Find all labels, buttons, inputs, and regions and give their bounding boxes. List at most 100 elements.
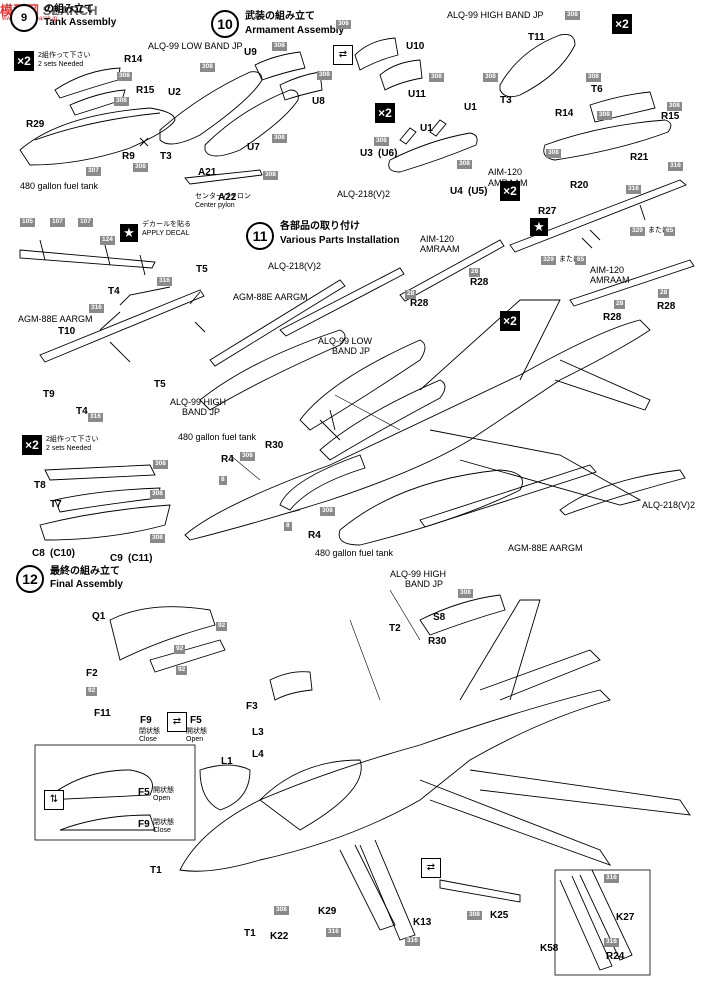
label-fuel-tank-a: 480 gallon fuel tank bbox=[178, 432, 257, 442]
paint-code: 316 bbox=[668, 162, 683, 171]
label-amraam-b: AMRAAM bbox=[590, 275, 630, 285]
inset-canopy-closed bbox=[59, 814, 156, 831]
paint-code: 308 bbox=[117, 72, 132, 81]
paint-code: 316 bbox=[604, 874, 619, 883]
step9-number: 9 bbox=[10, 4, 38, 32]
inset-part-F5: F5 bbox=[138, 787, 150, 798]
part-U1: U1 bbox=[464, 102, 477, 113]
agm88e-missile bbox=[39, 286, 206, 363]
part-T1: T1 bbox=[150, 865, 162, 876]
paint-code: 316 bbox=[326, 928, 341, 937]
step10-title-en: Armament Assembly bbox=[245, 25, 345, 36]
direction-arrow-icon: ⇄ bbox=[167, 712, 187, 732]
paint-code: 28 bbox=[405, 290, 417, 299]
paint-code: 92 bbox=[216, 622, 228, 631]
paint-code: 308 bbox=[374, 137, 389, 146]
part-R28d: R28 bbox=[657, 301, 676, 312]
step12-number: 12 bbox=[16, 565, 44, 593]
paint-code: 307 bbox=[86, 167, 101, 176]
part-R24: R24 bbox=[606, 951, 625, 962]
part-T11: T11 bbox=[528, 32, 545, 43]
decal-star-icon: ★ bbox=[530, 218, 548, 236]
part-K22: K22 bbox=[270, 931, 289, 942]
paint-code: 308 bbox=[133, 163, 148, 172]
paint-code: 28 bbox=[614, 300, 626, 309]
two-sets-en: 2 sets Needed bbox=[38, 61, 84, 68]
part-R14b: R14 bbox=[555, 108, 574, 119]
part-U11: U11 bbox=[408, 89, 426, 100]
paint-code: 308 bbox=[272, 134, 287, 143]
decal-star-icon: ★ bbox=[120, 224, 138, 242]
part-L1: L1 bbox=[221, 756, 233, 767]
part-R30b: R30 bbox=[428, 636, 447, 647]
two-sets-en: 2 sets Needed bbox=[46, 445, 92, 452]
part-A22: A22 bbox=[218, 192, 237, 203]
inset-open-jp: 開状態 bbox=[153, 787, 174, 794]
step10-number: 10 bbox=[211, 10, 239, 38]
step11-number: 11 bbox=[246, 222, 274, 250]
label-aim120-a: AIM-120 bbox=[420, 234, 455, 244]
paint-code: 308 bbox=[458, 589, 473, 598]
paint-code: 308 bbox=[597, 111, 612, 120]
part-T3: T3 bbox=[160, 151, 172, 162]
center-pylon-jp: センターパイロン bbox=[195, 193, 251, 200]
paint-code: 308 bbox=[153, 460, 168, 469]
part-T4b: T4 bbox=[76, 406, 88, 417]
label-alq99-low-step11: ALQ-99 LOW bbox=[318, 336, 373, 346]
label-alq218: ALQ-218(V)2 bbox=[337, 189, 391, 199]
step11-title-en: Various Parts Installation bbox=[280, 235, 400, 246]
inset-part-F9: F9 bbox=[138, 819, 150, 830]
x2-marker: ×2 bbox=[500, 181, 520, 201]
paint-code: 92 bbox=[176, 666, 188, 675]
part-R4b: R4 bbox=[308, 530, 321, 541]
f9-close-jp: 閉状態 bbox=[139, 728, 160, 735]
part-U1b: U1 bbox=[420, 123, 433, 134]
or-note: または bbox=[648, 227, 669, 234]
inset-close-en: Close bbox=[153, 827, 171, 834]
paint-code: 28 bbox=[658, 289, 670, 298]
inset-open-en: Open bbox=[153, 795, 171, 802]
part-U3: U3 bbox=[360, 148, 373, 159]
aim120-missile-step10 bbox=[509, 179, 687, 253]
part-T7: T7 bbox=[50, 499, 62, 510]
paint-code: 107 bbox=[50, 218, 65, 227]
leader-lines bbox=[229, 394, 421, 701]
paint-code: 329 bbox=[630, 227, 645, 236]
paint-code: 308 bbox=[429, 73, 444, 82]
part-C10: (C10) bbox=[50, 548, 76, 559]
f9-close-en: Close bbox=[139, 736, 157, 743]
part-R9: R9 bbox=[122, 151, 135, 162]
paint-code: 308 bbox=[565, 11, 580, 20]
part-C8: C8 bbox=[32, 548, 45, 559]
part-A21: A21 bbox=[198, 167, 217, 178]
paint-code: 65 bbox=[664, 227, 676, 236]
paint-code: 308 bbox=[336, 20, 351, 29]
part-T2: T2 bbox=[389, 623, 401, 634]
paint-code: 308 bbox=[272, 42, 287, 51]
label-band-jp-b: BAND JP bbox=[182, 407, 221, 417]
direction-arrow-icon: ⇄ bbox=[421, 858, 441, 878]
paint-code: 316 bbox=[89, 304, 104, 313]
paint-code: 92 bbox=[86, 687, 98, 696]
part-C9: C9 bbox=[110, 553, 123, 564]
part-R14: R14 bbox=[124, 54, 143, 65]
paint-code: 308 bbox=[586, 73, 601, 82]
label-aim120: AIM-120 bbox=[488, 167, 523, 177]
paint-code: 316 bbox=[157, 277, 172, 286]
paint-code: 316 bbox=[405, 937, 420, 946]
paint-code: 308 bbox=[240, 452, 255, 461]
part-R15: R15 bbox=[136, 85, 155, 96]
label-alq99-high-step11b: ALQ-99 HIGH bbox=[390, 569, 447, 579]
part-R30: R30 bbox=[265, 440, 284, 451]
part-T4: T4 bbox=[108, 286, 120, 297]
part-U5: (U5) bbox=[468, 186, 488, 197]
two-sets-jp: 2組作って下さい bbox=[46, 436, 99, 443]
part-R27: R27 bbox=[538, 206, 557, 217]
part-U7: U7 bbox=[247, 142, 260, 153]
label-fuel-tank: 480 gallon fuel tank bbox=[20, 181, 99, 191]
f5-open-jp: 開状態 bbox=[186, 728, 207, 735]
part-T9: T9 bbox=[43, 389, 55, 400]
paint-code: 124 bbox=[100, 236, 115, 245]
label-aim120-b: AIM-120 bbox=[590, 265, 625, 275]
